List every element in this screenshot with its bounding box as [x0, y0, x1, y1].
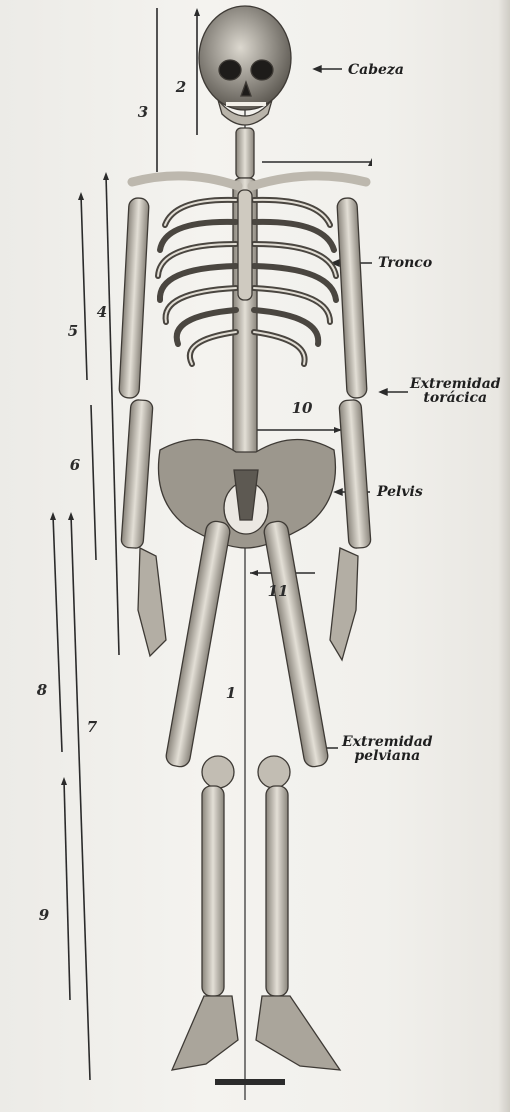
- line-6: [91, 405, 96, 560]
- line-4: [106, 175, 119, 655]
- measurement-arrowheads: [50, 8, 372, 785]
- line-8: [53, 515, 62, 752]
- sternum: [238, 190, 252, 300]
- eye-socket-right: [251, 60, 273, 80]
- number-6: 6: [70, 456, 80, 474]
- number-2: 2: [176, 78, 186, 96]
- tibia-left: [202, 786, 224, 996]
- femur-left: [165, 520, 232, 768]
- humerus-right: [337, 198, 367, 399]
- label-extremidad-toracica-line1: Extremidad: [410, 377, 501, 391]
- patella-right: [258, 756, 290, 788]
- number-7: 7: [87, 718, 97, 736]
- label-extremidad-pelviana-line2: pelviana: [342, 749, 433, 763]
- line-9: [64, 780, 70, 1000]
- patella-left: [202, 756, 234, 788]
- number-3: 3: [138, 103, 148, 121]
- forearm-right: [339, 399, 371, 548]
- tibia-right: [266, 786, 288, 996]
- femur-right: [263, 520, 330, 768]
- label-cabeza: Cabeza: [348, 63, 404, 77]
- label-extremidad-pelviana: Extremidad pelviana: [342, 735, 433, 763]
- forearm-left: [121, 399, 153, 548]
- eye-socket-left: [219, 60, 241, 80]
- humerus-left: [119, 198, 149, 399]
- line-7: [71, 515, 90, 1080]
- label-extremidad-toracica: Extremidad torácica: [410, 377, 501, 405]
- hand-right: [330, 548, 358, 660]
- number-11: 11: [268, 582, 289, 600]
- label-tronco: Tronco: [378, 256, 432, 270]
- label-extremidad-toracica-line2: torácica: [410, 391, 501, 405]
- number-10: 10: [292, 399, 313, 417]
- foot-left: [172, 996, 238, 1070]
- number-9: 9: [39, 906, 49, 924]
- number-8: 8: [37, 681, 47, 699]
- clavicle-left: [132, 176, 238, 186]
- label-pelvis: Pelvis: [377, 485, 423, 499]
- line-5: [81, 195, 87, 380]
- hand-left: [138, 548, 166, 656]
- number-5: 5: [68, 322, 78, 340]
- foot-right: [256, 996, 340, 1070]
- cervical-spine: [236, 128, 254, 178]
- number-4: 4: [97, 303, 107, 321]
- clavicle-right: [252, 176, 366, 186]
- label-extremidad-pelviana-line1: Extremidad: [342, 735, 433, 749]
- number-1: 1: [226, 684, 236, 702]
